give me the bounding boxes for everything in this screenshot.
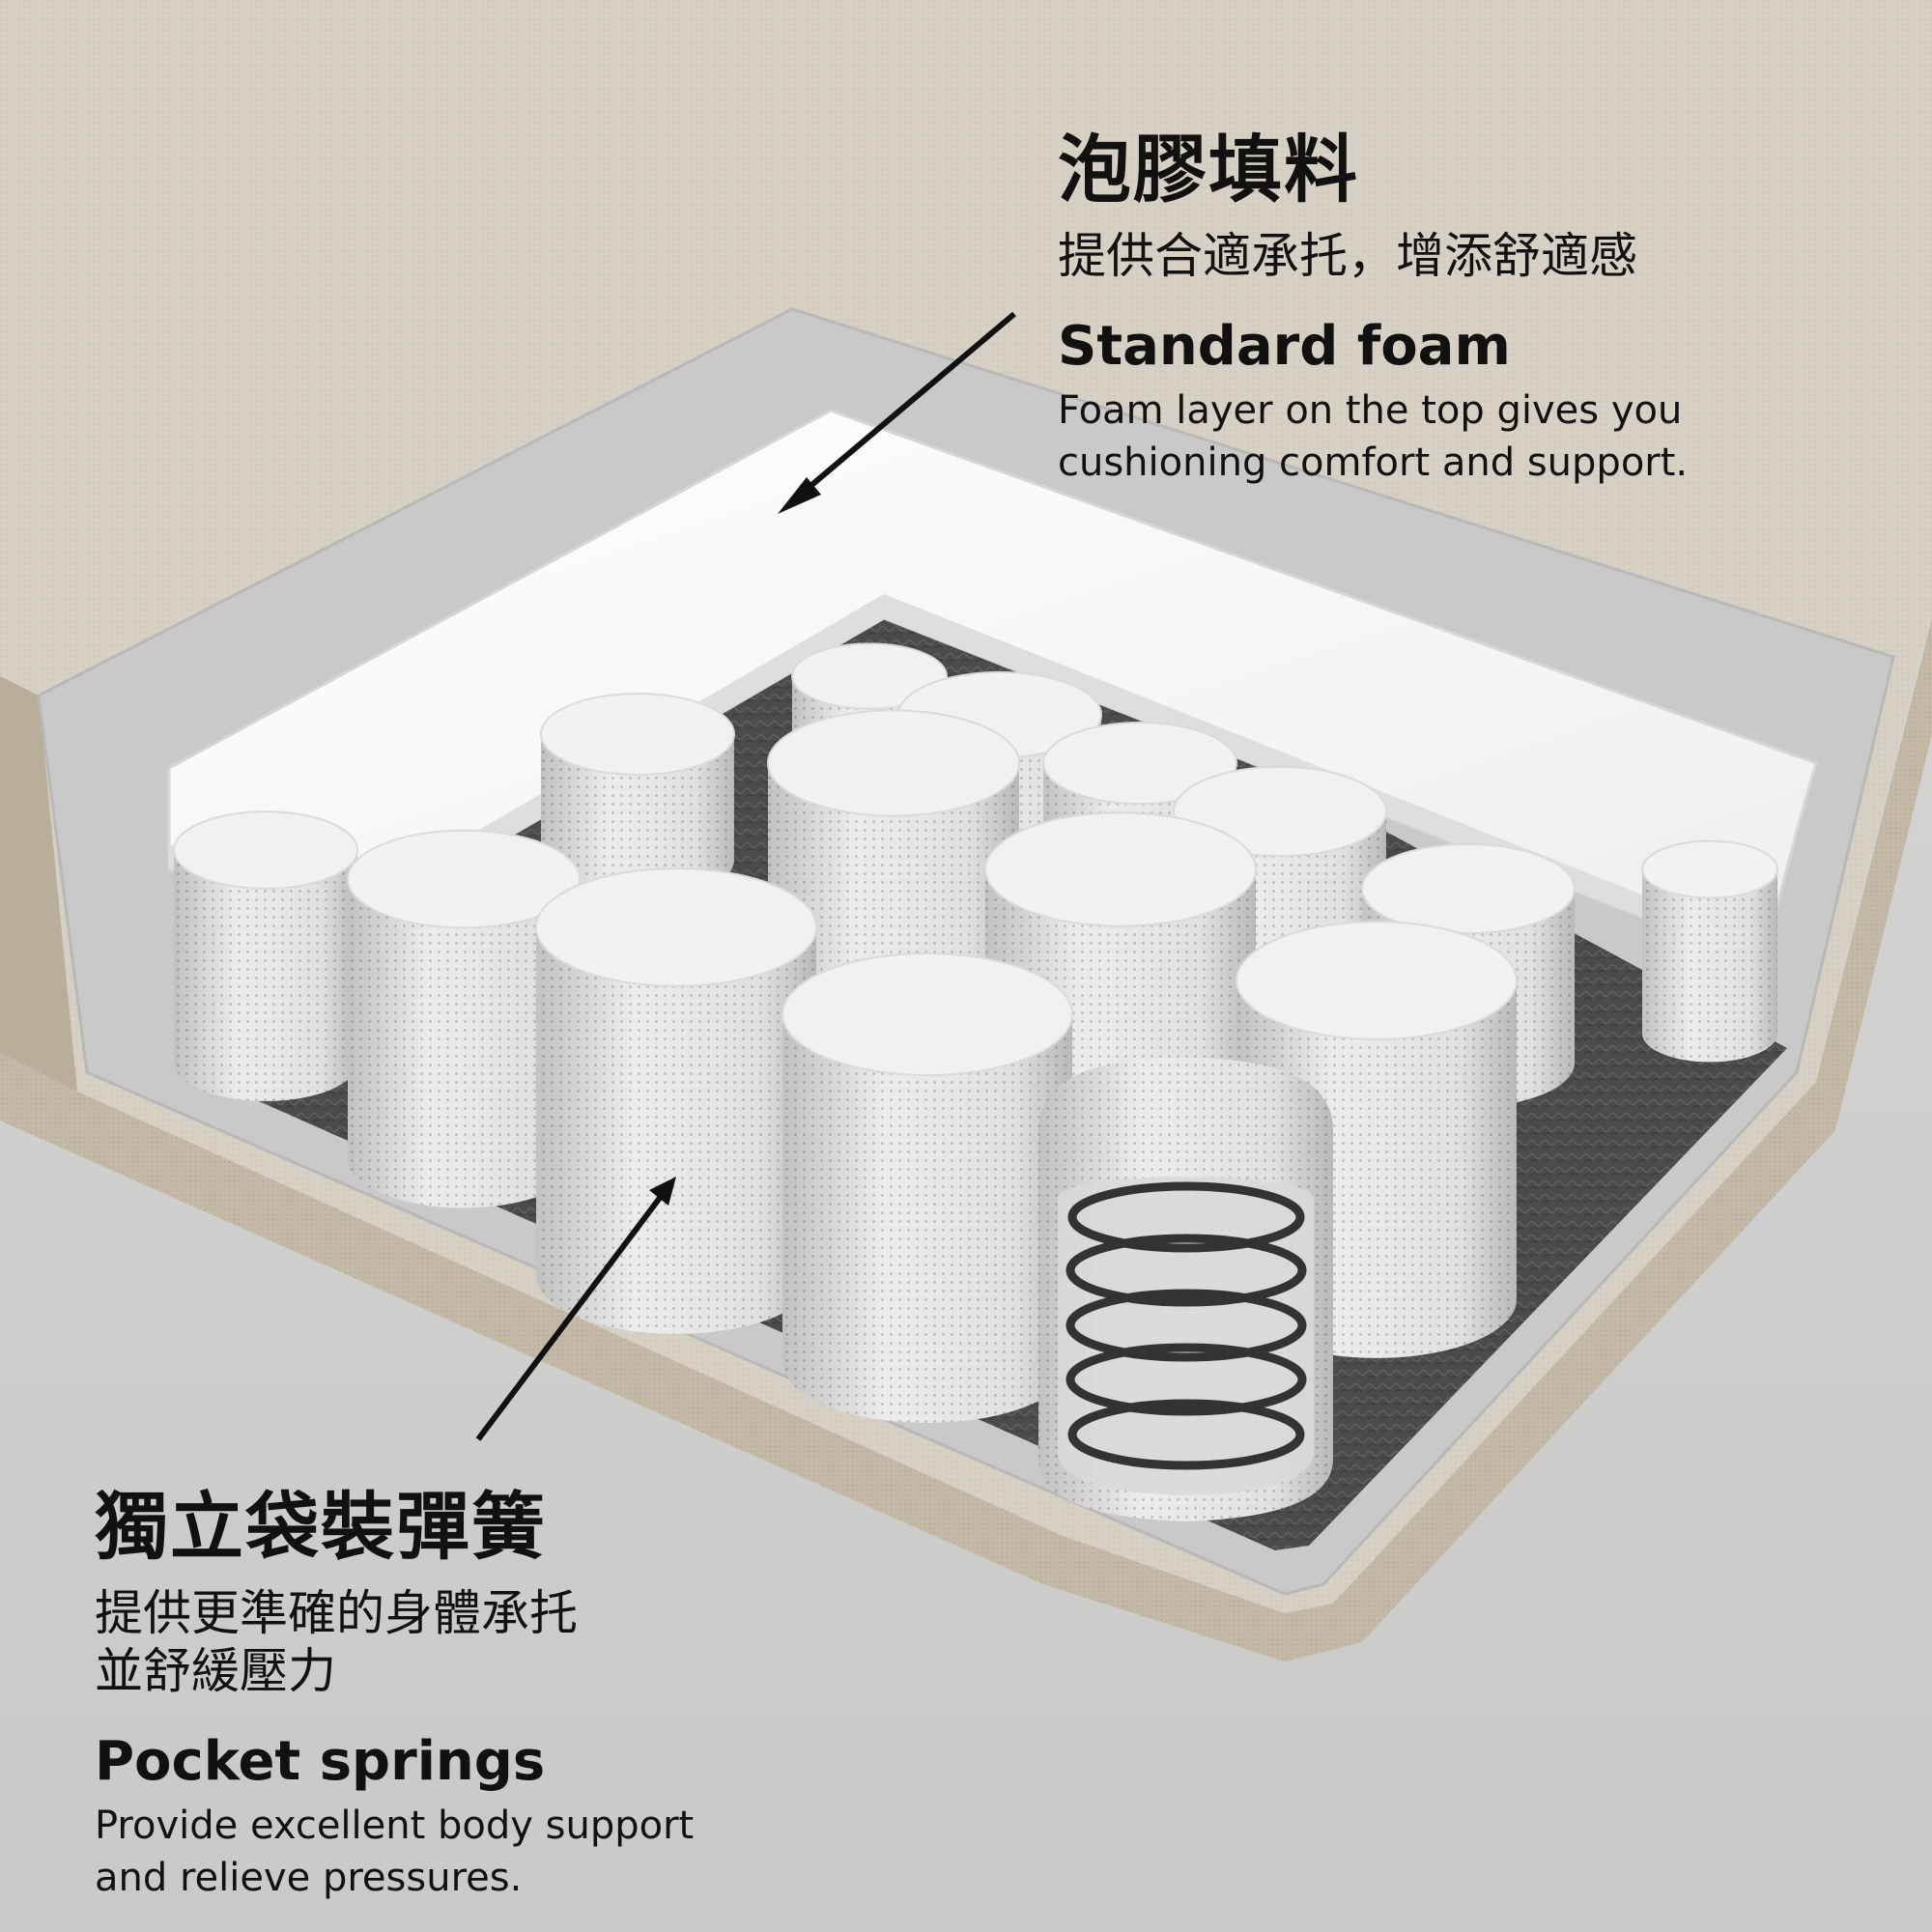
- pocket-spring: [347, 829, 581, 1208]
- springs-desc-zh-line: 提供更準確的身體承托: [95, 1585, 578, 1642]
- foam-desc-zh: 提供合適承托，增添舒適感: [1058, 228, 1637, 285]
- springs-label: 獨立袋裝彈簧 提供更準確的身體承托 並舒緩壓力 Pocket springs P…: [95, 1483, 694, 1904]
- springs-title-zh: 獨立袋裝彈簧: [95, 1484, 547, 1570]
- foam-title-zh: 泡膠填料: [1058, 127, 1359, 213]
- mattress-left-side: [0, 676, 77, 1092]
- springs-desc-zh-line: 並舒緩壓力: [95, 1643, 336, 1700]
- pocket-spring: [173, 810, 358, 1101]
- pocket-spring: [535, 867, 817, 1334]
- foam-title-en: Standard foam: [1058, 315, 1511, 379]
- arrow-to-springs-icon: [475, 1177, 676, 1441]
- springs-desc-en-line: Provide excellent body support: [95, 1804, 695, 1849]
- foam-label: 泡膠填料 提供合適承托，增添舒適感 Standard foam Foam lay…: [1058, 126, 1688, 489]
- arrow-to-foam-icon: [778, 311, 1016, 514]
- springs-desc-en: Provide excellent body support and relie…: [95, 1800, 694, 1904]
- foam-desc-en-line: Foam layer on the top gives you: [1058, 388, 1683, 434]
- foam-desc-en: Foam layer on the top gives you cushioni…: [1058, 384, 1688, 489]
- pocket-spring: [1641, 839, 1778, 1063]
- pocket-spring: [767, 709, 1020, 1009]
- springs-title-en: Pocket springs: [95, 1730, 546, 1794]
- pocket-springs-group: [173, 642, 1778, 1423]
- springs-desc-zh: 提供更準確的身體承托 並舒緩壓力: [95, 1584, 694, 1700]
- pocket-spring: [781, 952, 1073, 1423]
- springs-desc-en-line: and relieve pressures.: [95, 1856, 523, 1901]
- coil-spring-icon: [1065, 1181, 1307, 1470]
- cutaway-spring-pod: [1038, 1058, 1333, 1521]
- pocket-spring: [540, 693, 735, 900]
- foam-desc-en-line: cushioning comfort and support.: [1058, 440, 1689, 486]
